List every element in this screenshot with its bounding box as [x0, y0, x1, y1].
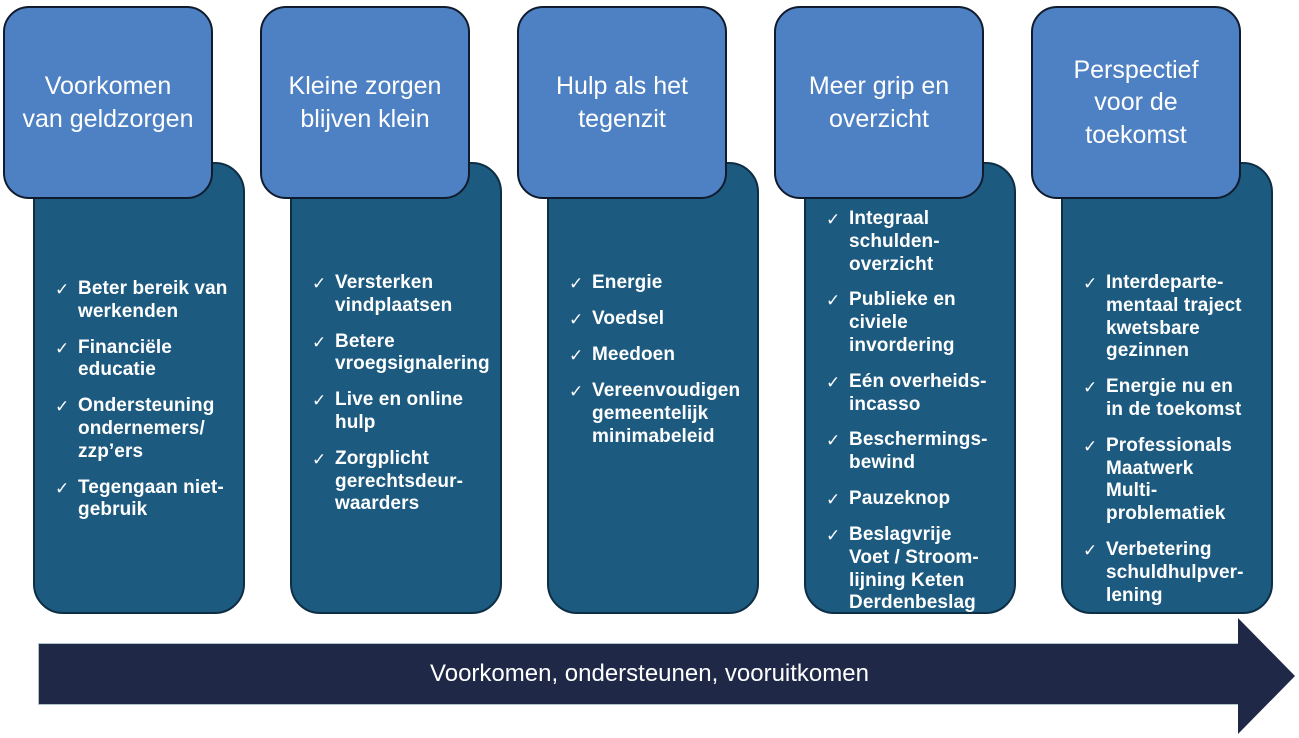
pillar-body: ✓ Beter bereik van werkenden ✓ Financiële e…	[33, 162, 245, 614]
pillar-title: Hulp als het tegenzit	[555, 72, 689, 133]
pillar-title: Perspectief voor de toekomst	[1073, 55, 1199, 149]
check-icon: ✓	[826, 489, 841, 509]
pillar-column-perspectief-voor-de-toekomst: ✓ Interdeparte- mentaal traject kwetsbare…	[1031, 6, 1285, 626]
check-icon: ✓	[1083, 540, 1098, 560]
checklist-item: ✓ Integraal schulden- overzicht	[826, 208, 1006, 276]
check-icon: ✓	[55, 280, 70, 299]
checklist-item-label: Verbetering schuldhulpver- lening	[1106, 538, 1244, 606]
checklist-item: ✓ Live en online hulp	[312, 389, 492, 435]
pillar-title: Kleine zorgen blijven klein	[288, 72, 442, 133]
check-icon: ✓	[826, 372, 841, 392]
check-icon: ✓	[1083, 378, 1098, 398]
checklist-item: ✓ Professionals Maatwerk Multi- problemat…	[1083, 435, 1263, 526]
checklist-item-label: Vereenvoudigen gemeentelijk minimabeleid	[592, 380, 741, 447]
checklist-item-label: Ondersteuning ondernemers/ zzp’ers	[78, 395, 215, 462]
pillar-checklist: ✓ Beter bereik van werkenden ✓ Financiële e…	[55, 278, 235, 522]
check-icon: ✓	[312, 332, 327, 352]
check-icon: ✓	[55, 338, 70, 358]
checklist-item-label: Zorgplicht gerechtsdeur- waarders	[335, 447, 464, 515]
pillar-body: ✓ Interdeparte- mentaal traject kwetsbare…	[1061, 162, 1273, 614]
checklist-item: ✓ Betere vroegsignalering	[312, 331, 492, 377]
checklist-item-label: Beter bereik van werkenden	[78, 278, 228, 322]
checklist-item-label: Interdeparte- mentaal traject kwetsbare …	[1106, 272, 1242, 362]
check-icon: ✓	[55, 478, 70, 498]
checklist-item: ✓ Beschermings- bewind	[826, 429, 1006, 475]
checklist-item-label: Versterken vindplaatsen	[335, 272, 453, 316]
checklist-item: ✓ Zorgplicht gerechtsdeur- waarders	[312, 448, 492, 516]
pillar-checklist: ✓ Integraal schulden- overzicht ✓ Publieke …	[826, 208, 1006, 615]
check-icon: ✓	[569, 382, 584, 401]
checklist-item-label: Beslagvrije Voet / Stroom- lijning Keten…	[849, 523, 979, 614]
pillar-checklist: ✓ Energie ✓ Voedsel ✓ Meedoen ✓ Vereenvoudigen …	[569, 272, 749, 448]
pillar-body: ✓ Energie ✓ Voedsel ✓ Meedoen ✓ Vereenvoudigen …	[547, 162, 759, 614]
pillar-column-hulp-als-het-tegenzit: ✓ Energie ✓ Voedsel ✓ Meedoen ✓ Vereenvoudigen …	[517, 6, 771, 626]
checklist-item: ✓ Financiële educatie	[55, 337, 235, 383]
checklist-item: ✓ Versterken vindplaatsen	[312, 272, 492, 318]
pillar-body: ✓ Integraal schulden- overzicht ✓ Publieke …	[804, 162, 1016, 614]
checklist-item: ✓ Publieke en civiele invordering	[826, 289, 1006, 357]
check-icon: ✓	[826, 291, 841, 311]
checklist-item-label: Professionals Maatwerk Multi- problemati…	[1106, 434, 1232, 525]
checklist-item-label: Energie nu en in de toekomst	[1106, 376, 1242, 420]
pillar-column-voorkomen-van-geldzorgen: ✓ Beter bereik van werkenden ✓ Financiële e…	[3, 6, 257, 626]
checklist-item-label: Betere vroegsignalering	[335, 330, 490, 375]
pillar-column-meer-grip-en-overzicht: ✓ Integraal schulden- overzicht ✓ Publieke …	[774, 6, 1028, 626]
checklist-item: ✓ Voedsel	[569, 308, 749, 331]
checklist-item: ✓ Eén overheids- incasso	[826, 371, 1006, 417]
checklist-item: ✓ Beslagvrije Voet / Stroom- lijning Kete…	[826, 524, 1006, 615]
checklist-item: ✓ Interdeparte- mentaal traject kwetsbare…	[1083, 272, 1263, 363]
pillar-header: Voorkomen van geldzorgen	[3, 6, 213, 199]
checklist-item: ✓ Ondersteuning ondernemers/ zzp’ers	[55, 395, 235, 463]
checklist-item-label: Live en online hulp	[335, 389, 464, 433]
pillar-body: ✓ Versterken vindplaatsen ✓ Betere vroegsig…	[290, 162, 502, 614]
check-icon: ✓	[826, 210, 841, 229]
pillar-checklist: ✓ Interdeparte- mentaal traject kwetsbare…	[1083, 272, 1263, 607]
check-icon: ✓	[569, 310, 584, 329]
check-icon: ✓	[312, 449, 327, 469]
checklist-item-label: Voedsel	[592, 308, 665, 329]
checklist-item-label: Integraal schulden- overzicht	[849, 208, 940, 275]
checklist-item-label: Beschermings- bewind	[849, 429, 988, 474]
check-icon: ✓	[569, 346, 584, 365]
checklist-item-label: Financiële educatie	[78, 336, 172, 381]
checklist-item-label: Meedoen	[592, 344, 676, 365]
timeline-arrow-head-icon	[1238, 618, 1295, 734]
checklist-item-label: Energie	[592, 272, 663, 293]
check-icon: ✓	[55, 397, 70, 417]
pillar-header: Hulp als het tegenzit	[517, 6, 727, 199]
check-icon: ✓	[826, 525, 841, 545]
check-icon: ✓	[826, 431, 841, 451]
checklist-item-label: Publieke en civiele invordering	[849, 289, 956, 356]
check-icon: ✓	[1083, 436, 1098, 456]
checklist-item-label: Pauzeknop	[849, 487, 951, 509]
checklist-item: ✓ Beter bereik van werkenden	[55, 278, 235, 324]
pillar-header: Kleine zorgen blijven klein	[260, 6, 470, 199]
checklist-item-label: Tegengaan niet- gebruik	[78, 476, 224, 521]
checklist-item: ✓ Verbetering schuldhulpver- lening	[1083, 539, 1263, 607]
checklist-item: ✓ Meedoen	[569, 344, 749, 367]
check-icon: ✓	[569, 274, 584, 293]
pillar-title: Voorkomen van geldzorgen	[22, 72, 194, 133]
timeline-arrow-bar	[38, 643, 1238, 705]
checklist-item: ✓ Energie	[569, 272, 749, 295]
pillar-checklist: ✓ Versterken vindplaatsen ✓ Betere vroegsig…	[312, 272, 492, 516]
checklist-item: ✓ Tegengaan niet- gebruik	[55, 477, 235, 523]
check-icon: ✓	[312, 391, 327, 411]
checklist-item: ✓ Pauzeknop	[826, 488, 1006, 511]
checklist-item-label: Eén overheids- incasso	[849, 370, 987, 415]
pillar-title: Meer grip en overzicht	[808, 72, 950, 133]
pillar-header: Perspectief voor de toekomst	[1031, 6, 1241, 199]
checklist-item: ✓ Energie nu en in de toekomst	[1083, 376, 1263, 422]
check-icon: ✓	[312, 274, 327, 293]
pillar-column-kleine-zorgen-blijven-klein: ✓ Versterken vindplaatsen ✓ Betere vroegsig…	[260, 6, 514, 626]
checklist-item: ✓ Vereenvoudigen gemeentelijk minimabelei…	[569, 380, 749, 448]
pillar-header: Meer grip en overzicht	[774, 6, 984, 199]
check-icon: ✓	[1083, 274, 1098, 293]
